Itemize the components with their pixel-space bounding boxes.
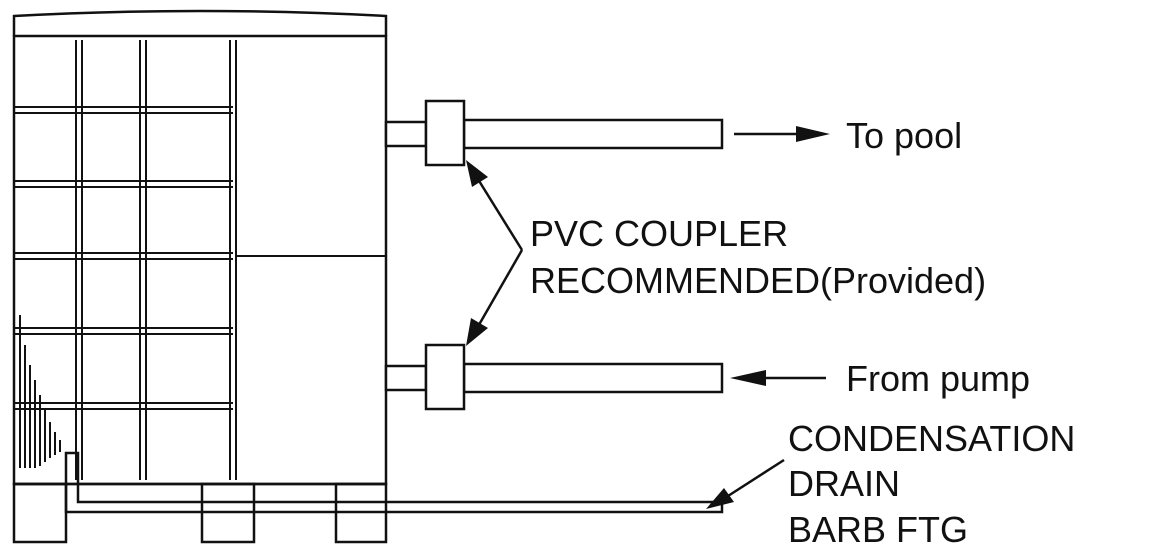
pvc-coupler-bottom (424, 343, 466, 411)
coupler-callout-arrows (466, 160, 524, 346)
to-pool-arrow (734, 126, 830, 142)
drain-label: DRAIN (788, 463, 900, 504)
from-pump-arrow (730, 370, 826, 386)
to-pool-label: To pool (846, 115, 962, 156)
barb-ftg-label: BARB FTG (788, 509, 968, 550)
heat-pump-unit (12, 9, 388, 544)
outlet-pipe (384, 99, 724, 167)
pvc-coupler-label: PVC COUPLER (530, 213, 788, 254)
unit-top-cap (12, 9, 388, 36)
condensation-drain-pipe (64, 451, 724, 514)
inlet-pipe (384, 343, 724, 411)
fan-grille (14, 40, 237, 480)
from-pump-label: From pump (846, 358, 1030, 399)
coil-fins (19, 315, 61, 468)
condensation-label: CONDENSATION (788, 418, 1075, 459)
recommended-provided-label: RECOMMENDED(Provided) (530, 260, 986, 301)
drain-callout-arrow (706, 458, 785, 509)
pvc-coupler-top (424, 99, 466, 167)
